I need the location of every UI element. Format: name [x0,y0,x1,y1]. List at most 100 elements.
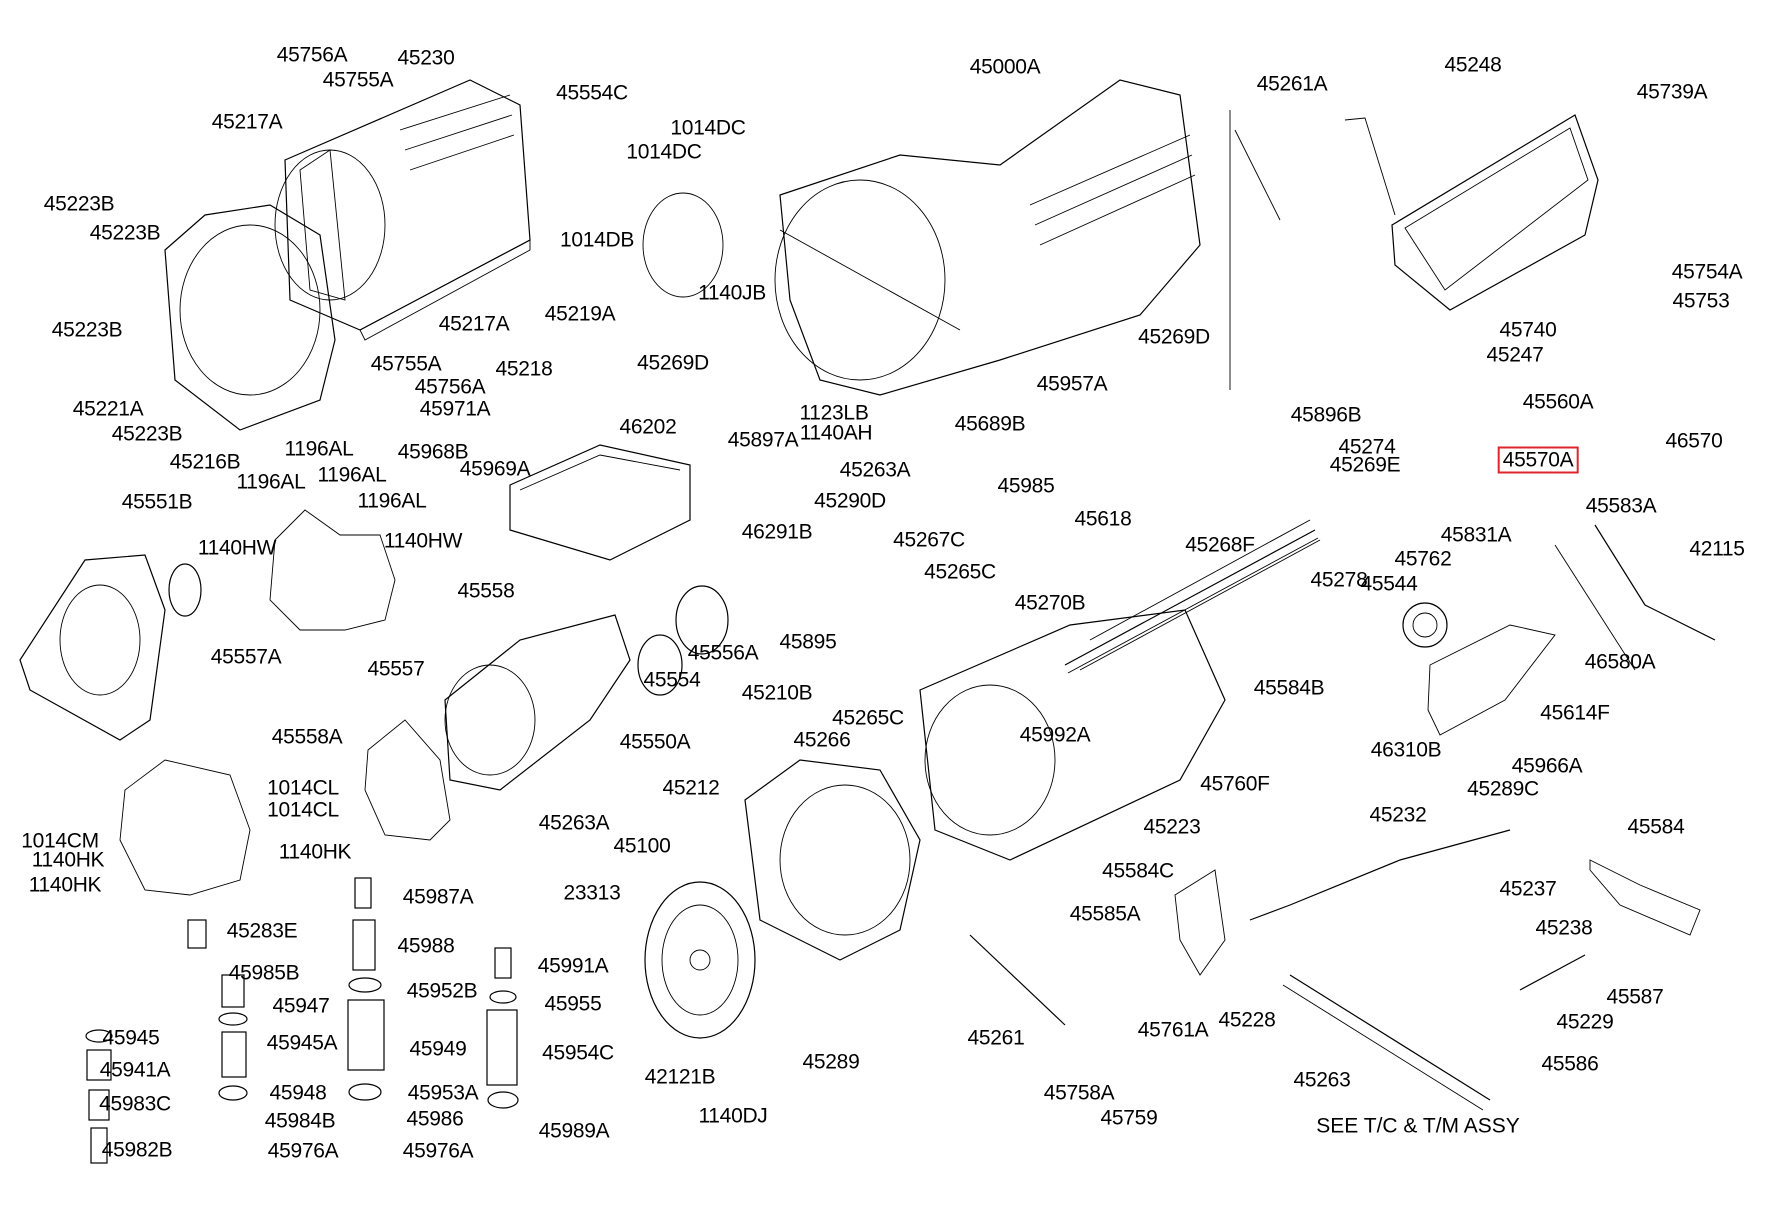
part-label-45758a[interactable]: 45758A [1043,1081,1115,1105]
part-label-45247[interactable]: 45247 [1486,343,1544,367]
part-label-45945[interactable]: 45945 [102,1026,160,1050]
part-label-1140hw-2[interactable]: 1140HW [383,529,463,553]
part-label-45274[interactable]: 45274 [1338,435,1396,459]
part-label-45989a[interactable]: 45989A [538,1119,610,1143]
part-label-45584[interactable]: 45584 [1627,815,1685,839]
part-label-45586[interactable]: 45586 [1541,1052,1599,1076]
part-label-45754a[interactable]: 45754A [1671,260,1743,284]
part-label-1196al-2[interactable]: 1196AL [236,470,306,494]
part-label-45218[interactable]: 45218 [495,357,553,381]
part-label-45289[interactable]: 45289 [802,1050,860,1074]
part-label-45985[interactable]: 45985 [997,474,1055,498]
part-label-1014dc-2[interactable]: 1014DC [626,140,702,164]
part-label-45570a[interactable]: 45570A [1497,446,1579,474]
part-label-45985b[interactable]: 45985B [228,961,300,985]
part-label-45971a[interactable]: 45971A [419,397,491,421]
part-label-45261a[interactable]: 45261A [1256,72,1328,96]
part-label-45558a[interactable]: 45558A [271,725,343,749]
part-label-45583a[interactable]: 45583A [1585,494,1657,518]
part-label-45584b[interactable]: 45584B [1253,676,1325,700]
part-label-1196al-1[interactable]: 1196AL [284,437,354,461]
part-label-45223b-4[interactable]: 45223B [111,422,183,446]
part-label-45762[interactable]: 45762 [1394,547,1452,571]
part-label-45587[interactable]: 45587 [1606,985,1664,1009]
part-label-45760f[interactable]: 45760F [1200,772,1270,796]
part-label-1196al-3[interactable]: 1196AL [317,463,387,487]
part-label-23313[interactable]: 23313 [563,881,621,905]
part-label-45984b[interactable]: 45984B [264,1109,336,1133]
part-label-1014dc-1[interactable]: 1014DC [670,116,746,140]
part-label-45991a[interactable]: 45991A [537,954,609,978]
part-label-46310b[interactable]: 46310B [1370,738,1442,762]
part-label-45982b[interactable]: 45982B [101,1138,173,1162]
part-label-45689b[interactable]: 45689B [954,412,1026,436]
part-label-45238[interactable]: 45238 [1535,916,1593,940]
part-label-45557a[interactable]: 45557A [210,645,282,669]
part-label-45976a-2[interactable]: 45976A [402,1139,474,1163]
part-label-45248[interactable]: 45248 [1444,53,1502,77]
part-label-45969a[interactable]: 45969A [459,457,531,481]
part-label-45831a[interactable]: 45831A [1440,523,1512,547]
part-label-45217a-2[interactable]: 45217A [438,312,510,336]
part-label-45232[interactable]: 45232 [1369,803,1427,827]
part-label-45223b-2[interactable]: 45223B [89,221,161,245]
part-label-45265c-2[interactable]: 45265C [832,706,904,730]
part-label-45739a[interactable]: 45739A [1636,80,1708,104]
part-label-1123lb[interactable]: 1123LB [799,401,869,425]
part-label-45759[interactable]: 45759 [1100,1106,1158,1130]
part-label-45949[interactable]: 45949 [409,1037,467,1061]
part-label-45895[interactable]: 45895 [779,630,837,654]
part-label-45269d-1[interactable]: 45269D [637,351,709,375]
part-label-45221a[interactable]: 45221A [72,397,144,421]
part-label-45952b[interactable]: 45952B [406,979,478,1003]
part-label-45268f[interactable]: 45268F [1185,533,1255,557]
part-label-45957a[interactable]: 45957A [1036,372,1108,396]
part-label-1140dj[interactable]: 1140DJ [698,1104,768,1128]
part-label-45987a[interactable]: 45987A [402,885,474,909]
part-label-45210b[interactable]: 45210B [741,681,813,705]
part-label-45947[interactable]: 45947 [272,994,330,1018]
part-label-45755a-1[interactable]: 45755A [322,68,394,92]
part-label-45556a[interactable]: 45556A [687,641,759,665]
part-label-45290d[interactable]: 45290D [814,489,886,513]
part-label-45756a-1[interactable]: 45756A [276,43,348,67]
part-label-45219a[interactable]: 45219A [544,302,616,326]
part-label-45557[interactable]: 45557 [367,657,425,681]
part-label-45986[interactable]: 45986 [406,1107,464,1131]
part-label-45223b-1[interactable]: 45223B [43,192,115,216]
part-label-45223[interactable]: 45223 [1143,815,1201,839]
part-label-45554[interactable]: 45554 [643,668,701,692]
part-label-45100[interactable]: 45100 [613,834,671,858]
part-label-45265c-1[interactable]: 45265C [924,560,996,584]
part-label-45560a[interactable]: 45560A [1522,390,1594,414]
part-label-45223b-3[interactable]: 45223B [51,318,123,342]
part-label-45229[interactable]: 45229 [1556,1010,1614,1034]
part-label-45896b[interactable]: 45896B [1290,403,1362,427]
part-label-45551b[interactable]: 45551B [121,490,193,514]
part-label-45941a[interactable]: 45941A [99,1058,171,1082]
part-label-1140hk-1[interactable]: 1140HK [31,848,105,872]
part-label-45270b[interactable]: 45270B [1014,591,1086,615]
part-label-1014db[interactable]: 1014DB [559,228,635,252]
part-label-1014cl-1[interactable]: 1014CL [267,776,339,800]
part-label-45585a[interactable]: 45585A [1069,902,1141,926]
part-label-45755a-2[interactable]: 45755A [370,352,442,376]
part-label-45266[interactable]: 45266 [793,728,851,752]
part-label-45230[interactable]: 45230 [397,46,455,70]
part-label-45216b[interactable]: 45216B [169,450,241,474]
part-label-45966a[interactable]: 45966A [1511,754,1583,778]
part-label-46570[interactable]: 46570 [1665,429,1723,453]
part-label-1196al-4[interactable]: 1196AL [357,489,427,513]
part-label-45968b[interactable]: 45968B [397,440,469,464]
part-label-45614f[interactable]: 45614F [1540,701,1610,725]
part-label-46202[interactable]: 46202 [619,415,677,439]
part-label-45228[interactable]: 45228 [1218,1008,1276,1032]
part-label-45897a[interactable]: 45897A [727,428,799,452]
part-label-45983c[interactable]: 45983C [99,1092,171,1116]
part-label-45753[interactable]: 45753 [1672,289,1730,313]
part-label-1140hk-3[interactable]: 1140HK [28,873,102,897]
part-label-45212[interactable]: 45212 [662,776,720,800]
part-label-46291b[interactable]: 46291B [741,520,813,544]
part-label-42115[interactable]: 42115 [1689,537,1745,561]
part-label-45217a-1[interactable]: 45217A [211,110,283,134]
